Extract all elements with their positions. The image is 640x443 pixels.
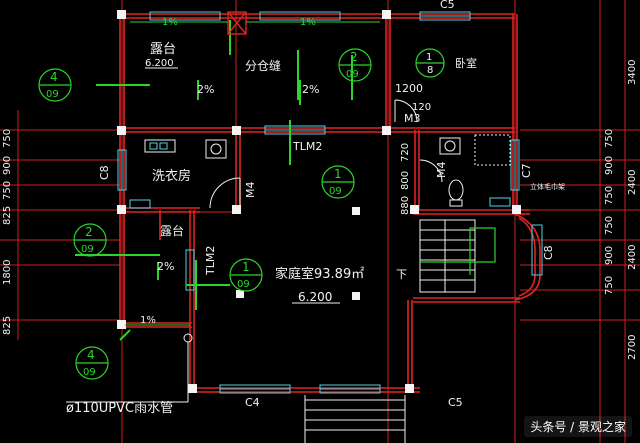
green-marks	[75, 20, 353, 341]
dim-right-2400-a: 2400	[627, 245, 638, 270]
dim-1200: 1200	[395, 82, 423, 95]
callout-1-sheet: 09	[46, 89, 59, 100]
dim-left-900: 900	[2, 156, 13, 175]
callout-6-sheet: 09	[83, 367, 96, 378]
dim-120: 120	[412, 102, 431, 113]
terrace-top-elevation: 6.200	[145, 58, 174, 69]
dim-left-825-a: 825	[2, 316, 13, 335]
callout-7-number: 1	[426, 52, 432, 63]
dim-right-750-c: 750	[604, 186, 615, 205]
door-label-tlm2-left: TLM2	[204, 246, 217, 276]
window-label-c8-right: C8	[542, 245, 555, 260]
callout-4-number: 2	[85, 225, 93, 239]
slope-bottom-left: 1%	[140, 315, 156, 326]
slope-arrows	[125, 21, 380, 326]
slope-top-right: 1%	[300, 17, 316, 28]
dim-right-900-a: 900	[604, 246, 615, 265]
dim-right-2400-b: 2400	[627, 170, 638, 195]
slope-terrace-a: 2%	[197, 83, 214, 96]
door-label-m4-bath: M4	[435, 162, 448, 179]
room-label-bedroom: 卧室	[455, 56, 477, 70]
dim-left-750-a: 750	[2, 181, 13, 200]
room-label-family: 家庭室93.89㎡	[275, 266, 364, 282]
callout-3-sheet: 09	[329, 186, 342, 197]
dim-right-2700: 2700	[627, 335, 638, 360]
towel-rack-label: 立体毛巾架	[530, 182, 565, 191]
rain-pipe	[183, 333, 193, 402]
callout-5-sheet: 09	[237, 279, 250, 290]
callout-5-number: 1	[242, 260, 250, 274]
dim-left-1800: 1800	[2, 260, 13, 285]
dim-800: 800	[400, 171, 411, 190]
dim-right-750-d: 750	[604, 129, 615, 148]
window-label-c7-right: C7	[520, 163, 533, 178]
callout-4-sheet: 09	[81, 244, 94, 255]
slope-terrace-b: 2%	[302, 83, 319, 96]
dim-right-900-b: 900	[604, 156, 615, 175]
callout-7-sheet: 8	[427, 65, 433, 76]
dim-left-825-b: 825	[2, 206, 13, 225]
rain-pipe-label: ø110UPVC雨水管	[66, 401, 173, 416]
fixtures	[129, 134, 511, 209]
dim-left-750-b: 750	[2, 129, 13, 148]
door-swings	[209, 99, 443, 209]
door-label-m4-center: M4	[244, 182, 257, 199]
walls	[119, 13, 541, 393]
window-label-c4-bottom: C4	[245, 396, 260, 409]
watermark: 头条号 / 景观之家	[524, 416, 632, 437]
slope-top-left: 1%	[162, 17, 178, 28]
dim-880: 880	[400, 196, 411, 215]
window-label-c5-bottom: C5	[448, 396, 463, 409]
callout-circles	[38, 48, 445, 380]
staircase	[304, 219, 476, 443]
dim-right-750-b: 750	[604, 216, 615, 235]
columns	[117, 10, 521, 393]
callout-2-number: 2	[350, 50, 358, 64]
window-label-c8-left: C8	[98, 165, 111, 180]
dim-720: 720	[400, 143, 411, 162]
room-label-terrace-left: 露台	[160, 223, 184, 238]
stair-arrow	[420, 227, 496, 275]
windows	[117, 11, 543, 394]
room-label-separation-joint: 分仓缝	[245, 58, 281, 73]
stair-down-label: 下	[396, 268, 407, 281]
door-label-m3: M3	[404, 112, 421, 125]
door-label-tlm2-top: TLM2	[292, 140, 322, 153]
drain-mark	[227, 11, 247, 35]
slope-terrace-left: 2%	[157, 260, 174, 273]
callout-3-number: 1	[334, 167, 342, 181]
room-label-laundry: 洗衣房	[152, 168, 191, 184]
family-elevation: 6.200	[298, 290, 332, 304]
callout-2-sheet: 09	[346, 69, 359, 80]
callout-6-number: 4	[87, 348, 95, 362]
window-label-c5-top: C5	[440, 0, 455, 11]
dim-right-3400: 3400	[627, 60, 638, 85]
callout-1-number: 4	[50, 70, 58, 84]
room-label-terrace-top: 露台	[150, 42, 176, 57]
dim-right-750-a: 750	[604, 276, 615, 295]
